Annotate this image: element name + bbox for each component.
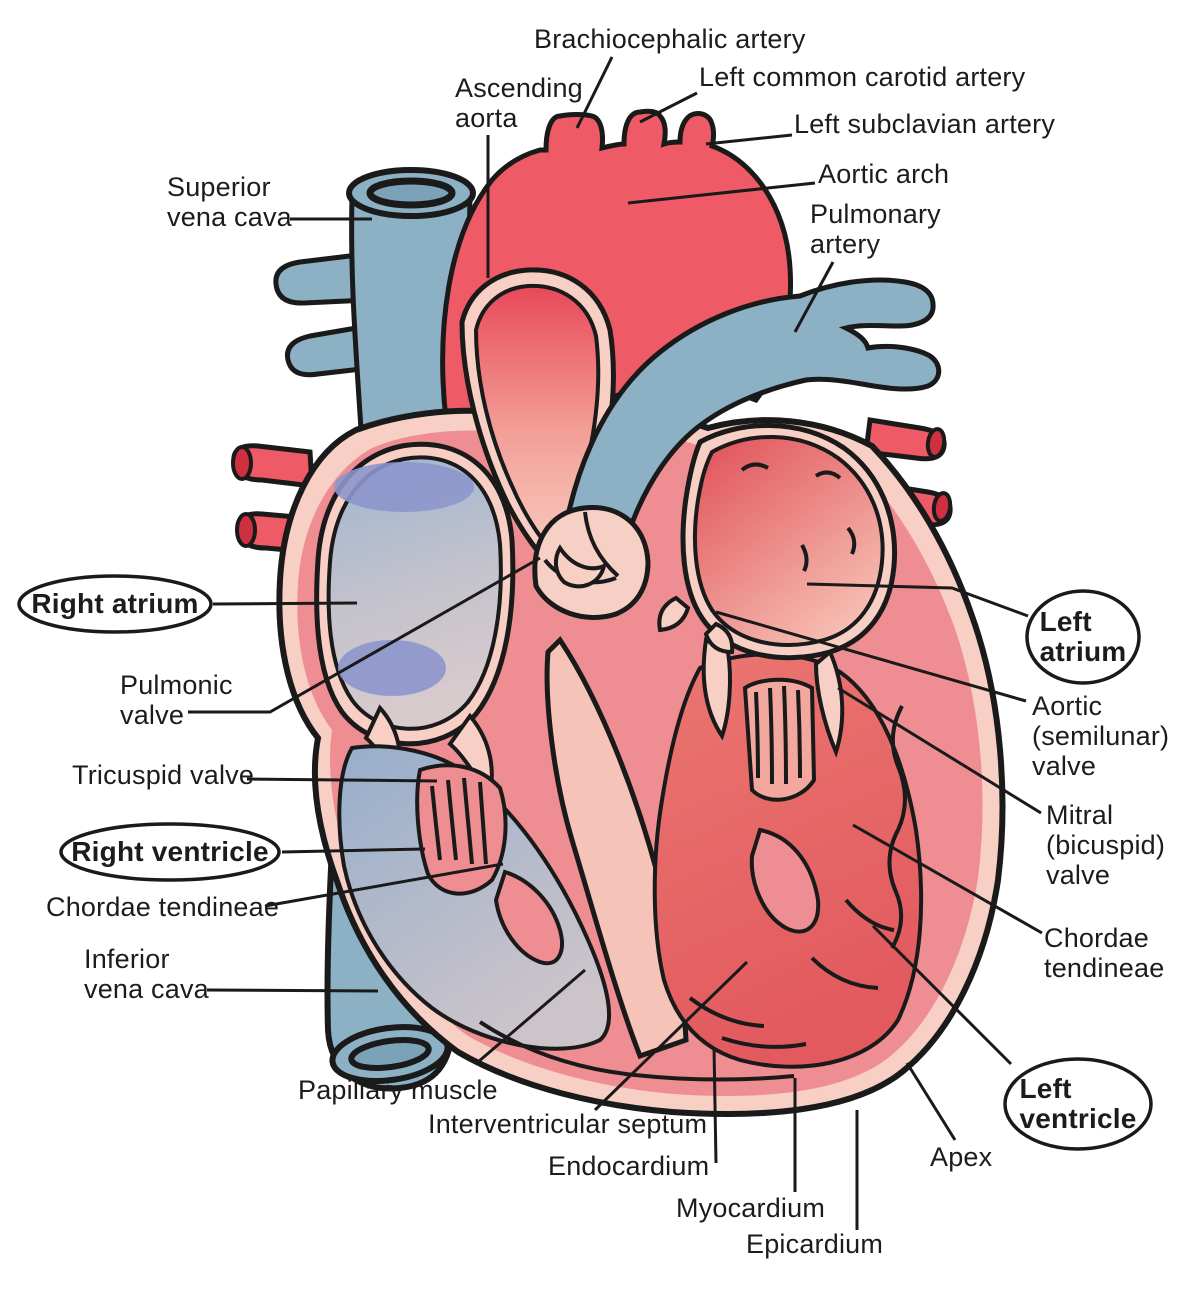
- label-right-atrium: Right atrium: [31, 588, 199, 619]
- leader-aortic-arch: [627, 181, 816, 205]
- label-apex: Apex: [930, 1142, 993, 1172]
- leader-pulmonic-valve: [188, 556, 541, 714]
- leader-aortic-semilunar-valve: [715, 610, 1027, 703]
- left-ventricle-chamber: [478, 652, 924, 1082]
- leader-mitral-bicuspid-valve: [837, 686, 1042, 815]
- rv-chordae-lines: [430, 777, 488, 865]
- leader-endocardium: [712, 1046, 718, 1164]
- label-papillary-muscle: Papillary muscle: [298, 1075, 498, 1105]
- leader-right-ventricle: [281, 847, 426, 854]
- leader-left-atrium: [806, 582, 1029, 618]
- interventricular-septum-shape: [544, 636, 689, 1060]
- right-atrium-oval: [17, 574, 213, 634]
- svc-opening-oval: [334, 462, 474, 512]
- label-chordae-tendineae-rv: Chordae tendineae: [46, 892, 280, 922]
- leader-left-ventricle: [871, 924, 1013, 1066]
- leader-inferior-vena-cava: [206, 988, 379, 993]
- pulmonic-valve-shape: [532, 505, 651, 620]
- lv-chordae-structure: [742, 677, 817, 802]
- lv-trabeculae-lines: [688, 705, 907, 1049]
- ivc-opening-oval: [338, 640, 446, 696]
- label-epicardium: Epicardium: [746, 1229, 884, 1259]
- left-atrium-oval: [1025, 589, 1141, 685]
- leader-lines: [188, 56, 1043, 1230]
- rv-chordae-structure: [415, 763, 508, 896]
- leader-chordae-tendineae-lv: [852, 823, 1043, 935]
- mitral-valve-leaflets: [701, 636, 845, 758]
- label-pulmonary-artery: Pulmonary artery: [810, 199, 941, 259]
- leader-apex: [905, 1062, 957, 1141]
- label-ascending-aorta: Ascending aorta: [455, 73, 583, 133]
- right-ventricle-oval: [59, 822, 281, 882]
- leader-interventricular-septum: [593, 960, 749, 1112]
- label-aortic-semilunar-valve: Aortic (semilunar) valve: [1032, 691, 1170, 781]
- right-atrium-chamber: [314, 441, 516, 747]
- label-tricuspid-valve: Tricuspid valve: [72, 760, 255, 790]
- label-aortic-arch: Aortic arch: [818, 159, 950, 189]
- leader-brachiocephalic-artery: [575, 56, 614, 129]
- label-left-atrium: Left atrium: [1039, 606, 1127, 667]
- aortic-valve-cusps: [657, 595, 735, 655]
- label-right-ventricle: Right ventricle: [71, 836, 269, 867]
- leader-papillary-muscle: [477, 968, 586, 1064]
- superior-vena-cava-shape: [273, 167, 483, 478]
- leader-tricuspid-valve: [246, 777, 438, 783]
- leader-left-common-carotid-artery: [639, 91, 698, 124]
- label-superior-vena-cava: Superior vena cava: [167, 172, 292, 232]
- leader-chordae-tendineae-rv: [264, 862, 504, 908]
- bottom-endocardium-lining: [478, 1020, 795, 1082]
- leader-right-atrium: [212, 601, 358, 606]
- label-chordae-tendineae-lv: Chordae tendineae: [1044, 923, 1165, 983]
- label-left-ventricle: Left ventricle: [1019, 1073, 1137, 1134]
- leader-pulmonary-artery: [793, 261, 835, 333]
- rv-papillary-muscle: [493, 869, 564, 966]
- label-endocardium: Endocardium: [548, 1151, 710, 1181]
- lv-chordae-lines: [754, 685, 802, 785]
- label-pulmonic-valve: Pulmonic valve: [120, 670, 233, 730]
- label-ovals: [17, 574, 1153, 1151]
- right-ventricle-chamber: [337, 744, 612, 1051]
- label-mitral-bicuspid-valve: Mitral (bicuspid) valve: [1046, 800, 1166, 890]
- label-interventricular-septum: Interventricular septum: [428, 1109, 708, 1139]
- label-left-common-carotid-artery: Left common carotid artery: [699, 62, 1026, 92]
- label-brachiocephalic-artery: Brachiocephalic artery: [534, 24, 806, 54]
- pulmonary-vein-openings: [740, 462, 857, 572]
- lv-papillary-muscle: [749, 827, 821, 934]
- label-myocardium: Myocardium: [676, 1193, 826, 1223]
- label-inferior-vena-cava: Inferior vena cava: [84, 944, 209, 1004]
- pulmonary-artery-shape: [557, 277, 942, 565]
- left-atrium-chamber: [680, 422, 898, 661]
- left-ventricle-oval: [1003, 1057, 1153, 1151]
- leader-left-subclavian-artery: [705, 133, 793, 146]
- label-left-subclavian-artery: Left subclavian artery: [794, 109, 1056, 139]
